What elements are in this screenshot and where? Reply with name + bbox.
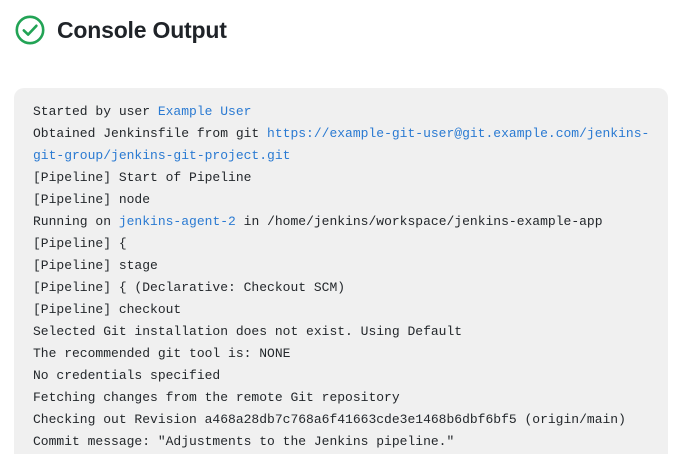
console-text: Commit message: "Adjustments to the Jenk… [33, 434, 455, 449]
line-running-on-agent: Running on jenkins-agent-2 in /home/jenk… [33, 211, 652, 233]
console-text: [Pipeline] node [33, 192, 151, 207]
console-text: [Pipeline] Start of Pipeline [33, 170, 252, 185]
console-text: Running on [33, 214, 119, 229]
console-text: [Pipeline] stage [33, 258, 158, 273]
page-header: Console Output [0, 0, 686, 46]
line-checking-out-revision: Checking out Revision a468a28db7c768a6f4… [33, 409, 652, 431]
console-link[interactable]: Example User [157, 104, 252, 119]
line-no-credentials: No credentials specified [33, 365, 652, 387]
line-pipeline-open-brace: [Pipeline] { [33, 233, 652, 255]
console-text: Obtained Jenkinsfile from git [33, 126, 268, 141]
console-text: [Pipeline] { (Declarative: Checkout SCM) [33, 280, 346, 295]
console-text: [Pipeline] checkout [33, 302, 182, 317]
line-commit-message: Commit message: "Adjustments to the Jenk… [33, 431, 652, 453]
line-pipeline-node: [Pipeline] node [33, 189, 652, 211]
console-text: in /home/jenkins/workspace/jenkins-examp… [235, 214, 603, 229]
check-circle-icon [14, 14, 46, 46]
console-text: Fetching changes from the remote Git rep… [33, 390, 400, 405]
console-text: The recommended git tool is: NONE [33, 346, 291, 361]
console-link[interactable]: https://example-git-user@git.example.com… [33, 126, 650, 163]
console-text: Checking out Revision a468a28db7c768a6f4… [33, 412, 626, 427]
line-pipeline-stage: [Pipeline] stage [33, 255, 652, 277]
console-text: Started by user [33, 104, 158, 119]
line-pipeline-checkout: [Pipeline] checkout [33, 299, 652, 321]
line-obtained-jenkinsfile: Obtained Jenkinsfile from git https://ex… [33, 123, 652, 167]
console-text: Selected Git installation does not exist… [33, 324, 463, 339]
page-title: Console Output [57, 16, 227, 43]
line-recommended-git-tool: The recommended git tool is: NONE [33, 343, 652, 365]
console-text: [Pipeline] { [33, 236, 127, 251]
line-selected-git-installation: Selected Git installation does not exist… [33, 321, 652, 343]
console-link[interactable]: jenkins-agent-2 [118, 214, 236, 229]
line-pipeline-declarative-checkout: [Pipeline] { (Declarative: Checkout SCM) [33, 277, 652, 299]
console-text: No credentials specified [33, 368, 221, 383]
line-fetching-changes: Fetching changes from the remote Git rep… [33, 387, 652, 409]
line-pipeline-start: [Pipeline] Start of Pipeline [33, 167, 652, 189]
line-started-by-user: Started by user Example User [33, 101, 652, 123]
